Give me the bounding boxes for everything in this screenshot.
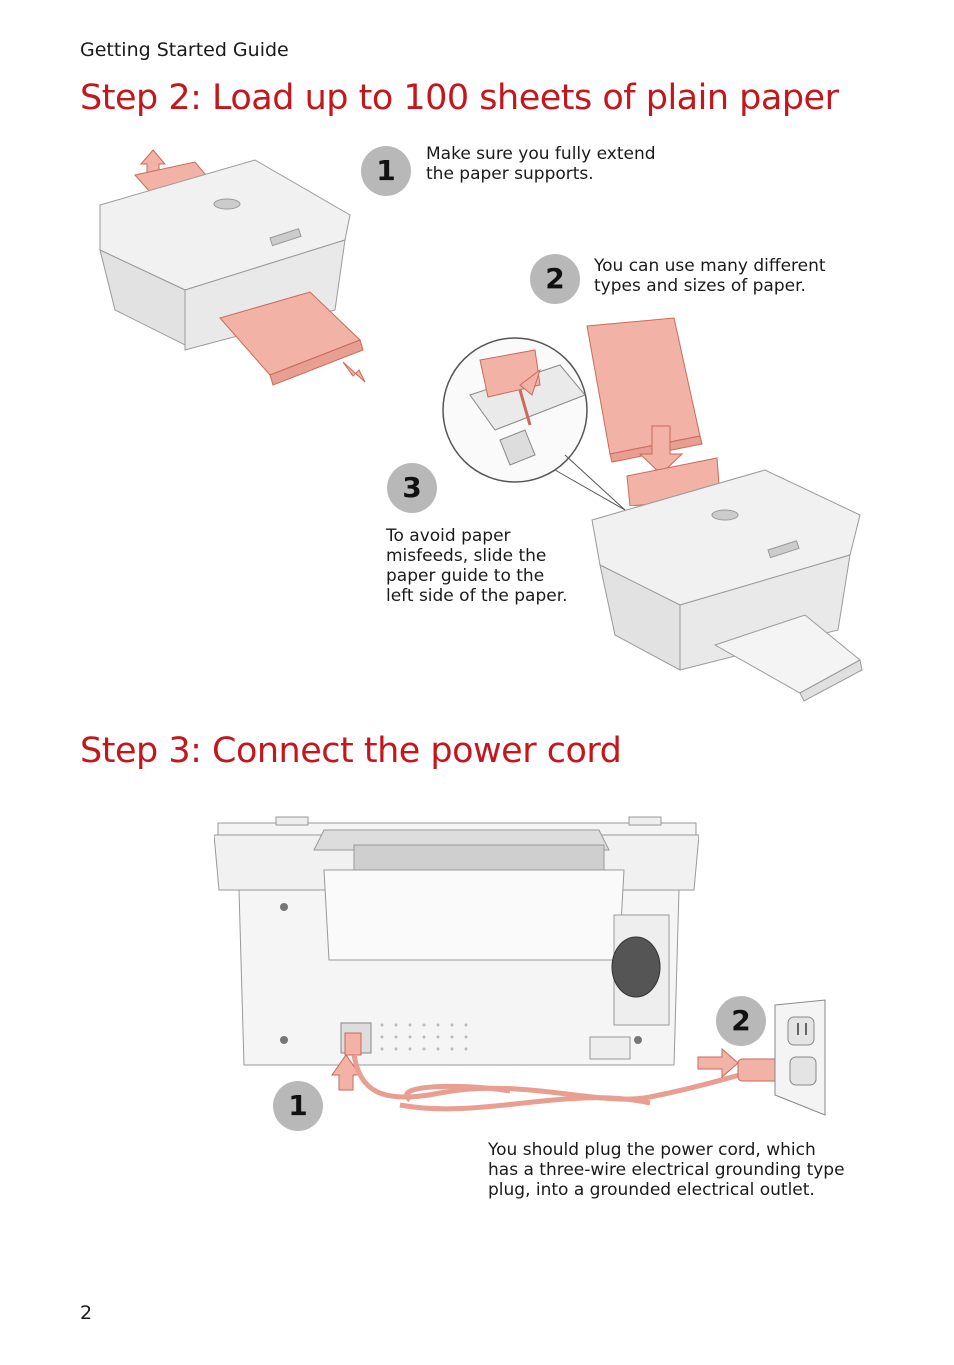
printer-illustration-loaded [591, 469, 863, 702]
page-number: 2 [80, 1302, 93, 1324]
step2-title: Step 2: Load up to 100 sheets of plain p… [80, 78, 839, 118]
running-header: Getting Started Guide [80, 39, 289, 61]
step3-callout-2: 2 [716, 996, 766, 1046]
step2-callout-2: 2 [530, 254, 580, 304]
step2-callout-3: 3 [387, 463, 437, 513]
paper-guide-zoom-illustration [442, 337, 626, 511]
step3-title: Step 3: Connect the power cord [80, 731, 622, 771]
step2-note-1: Make sure you fully extend the paper sup… [426, 144, 656, 184]
step2-note-3: To avoid paper misfeeds, slide the paper… [386, 526, 568, 606]
step2-note-2: You can use many different types and siz… [594, 256, 826, 296]
power-cord-illustration [331, 999, 826, 1116]
paper-stack-illustration [586, 317, 721, 506]
step2-callout-1: 1 [361, 146, 411, 196]
printer-rear-illustration [214, 816, 699, 1066]
step3-note: You should plug the power cord, which ha… [488, 1140, 845, 1200]
printer-illustration-supports [99, 149, 366, 386]
step3-callout-1: 1 [273, 1081, 323, 1131]
